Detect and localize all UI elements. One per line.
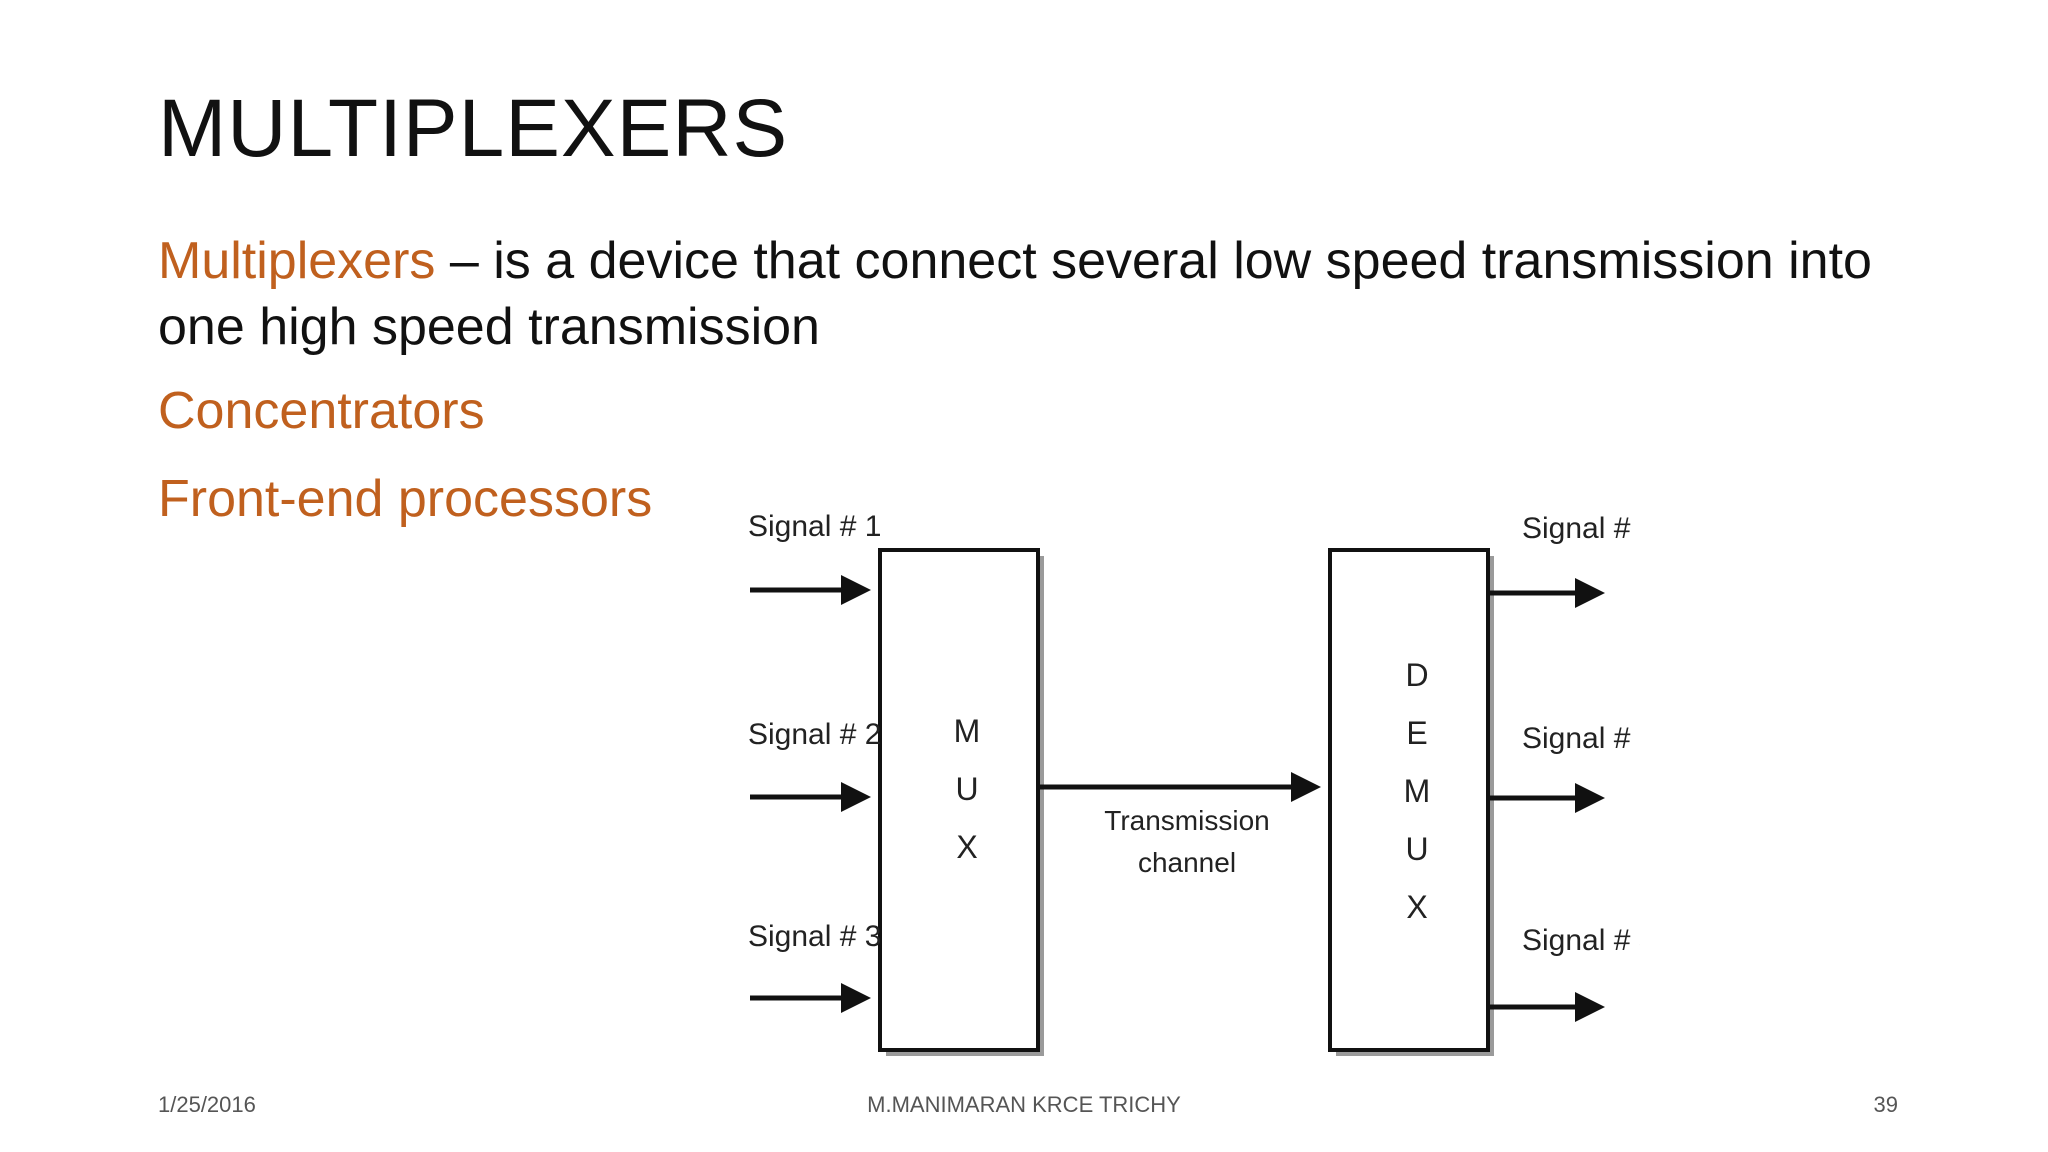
right-signal-label-1: Signal # 1 [1522,512,1640,545]
mux-box [878,548,1040,1052]
channel-label-line1: Transmission [1104,805,1269,836]
right-signal-label-2: Signal # 2 [1522,722,1640,755]
demux-letter: U [1405,831,1428,867]
mux-letter: M [954,713,981,749]
footer-date: 1/25/2016 [158,1092,256,1117]
slide-title: MULTIPLEXERS [158,83,789,174]
bullet-front-end-processors: Front-end processors [158,466,652,532]
multiplexer-diagram: Signal # 1 Signal # 2 Signal # 3 Signal … [748,510,1640,1056]
mux-letter: X [956,829,977,865]
page-number: 39 [1873,1092,1898,1117]
mux-letter: U [955,771,978,807]
demux-letter: X [1406,889,1427,925]
footer-author: M.MANIMARAN KRCE TRICHY [867,1092,1181,1117]
demux-letter: E [1406,715,1427,751]
bullet-multiplexers: Multiplexers – is a device that connect … [158,228,1918,360]
bullet-term: Multiplexers [158,232,436,290]
left-signal-label-1: Signal # 1 [748,510,881,543]
bullet-concentrators: Concentrators [158,378,485,444]
left-signal-label-3: Signal # 3 [748,920,881,953]
channel-label-line2: channel [1138,847,1236,878]
bullet-term: Concentrators [158,382,485,440]
bullet-term: Front-end processors [158,470,653,528]
bullet-text: – is a device that connect several low s… [158,232,1872,356]
demux-letter: D [1405,657,1428,693]
demux-letter: M [1404,773,1431,809]
left-signal-label-2: Signal # 2 [748,718,881,751]
demux-box [1328,548,1490,1052]
right-signal-label-3: Signal # 3 [1522,924,1640,957]
